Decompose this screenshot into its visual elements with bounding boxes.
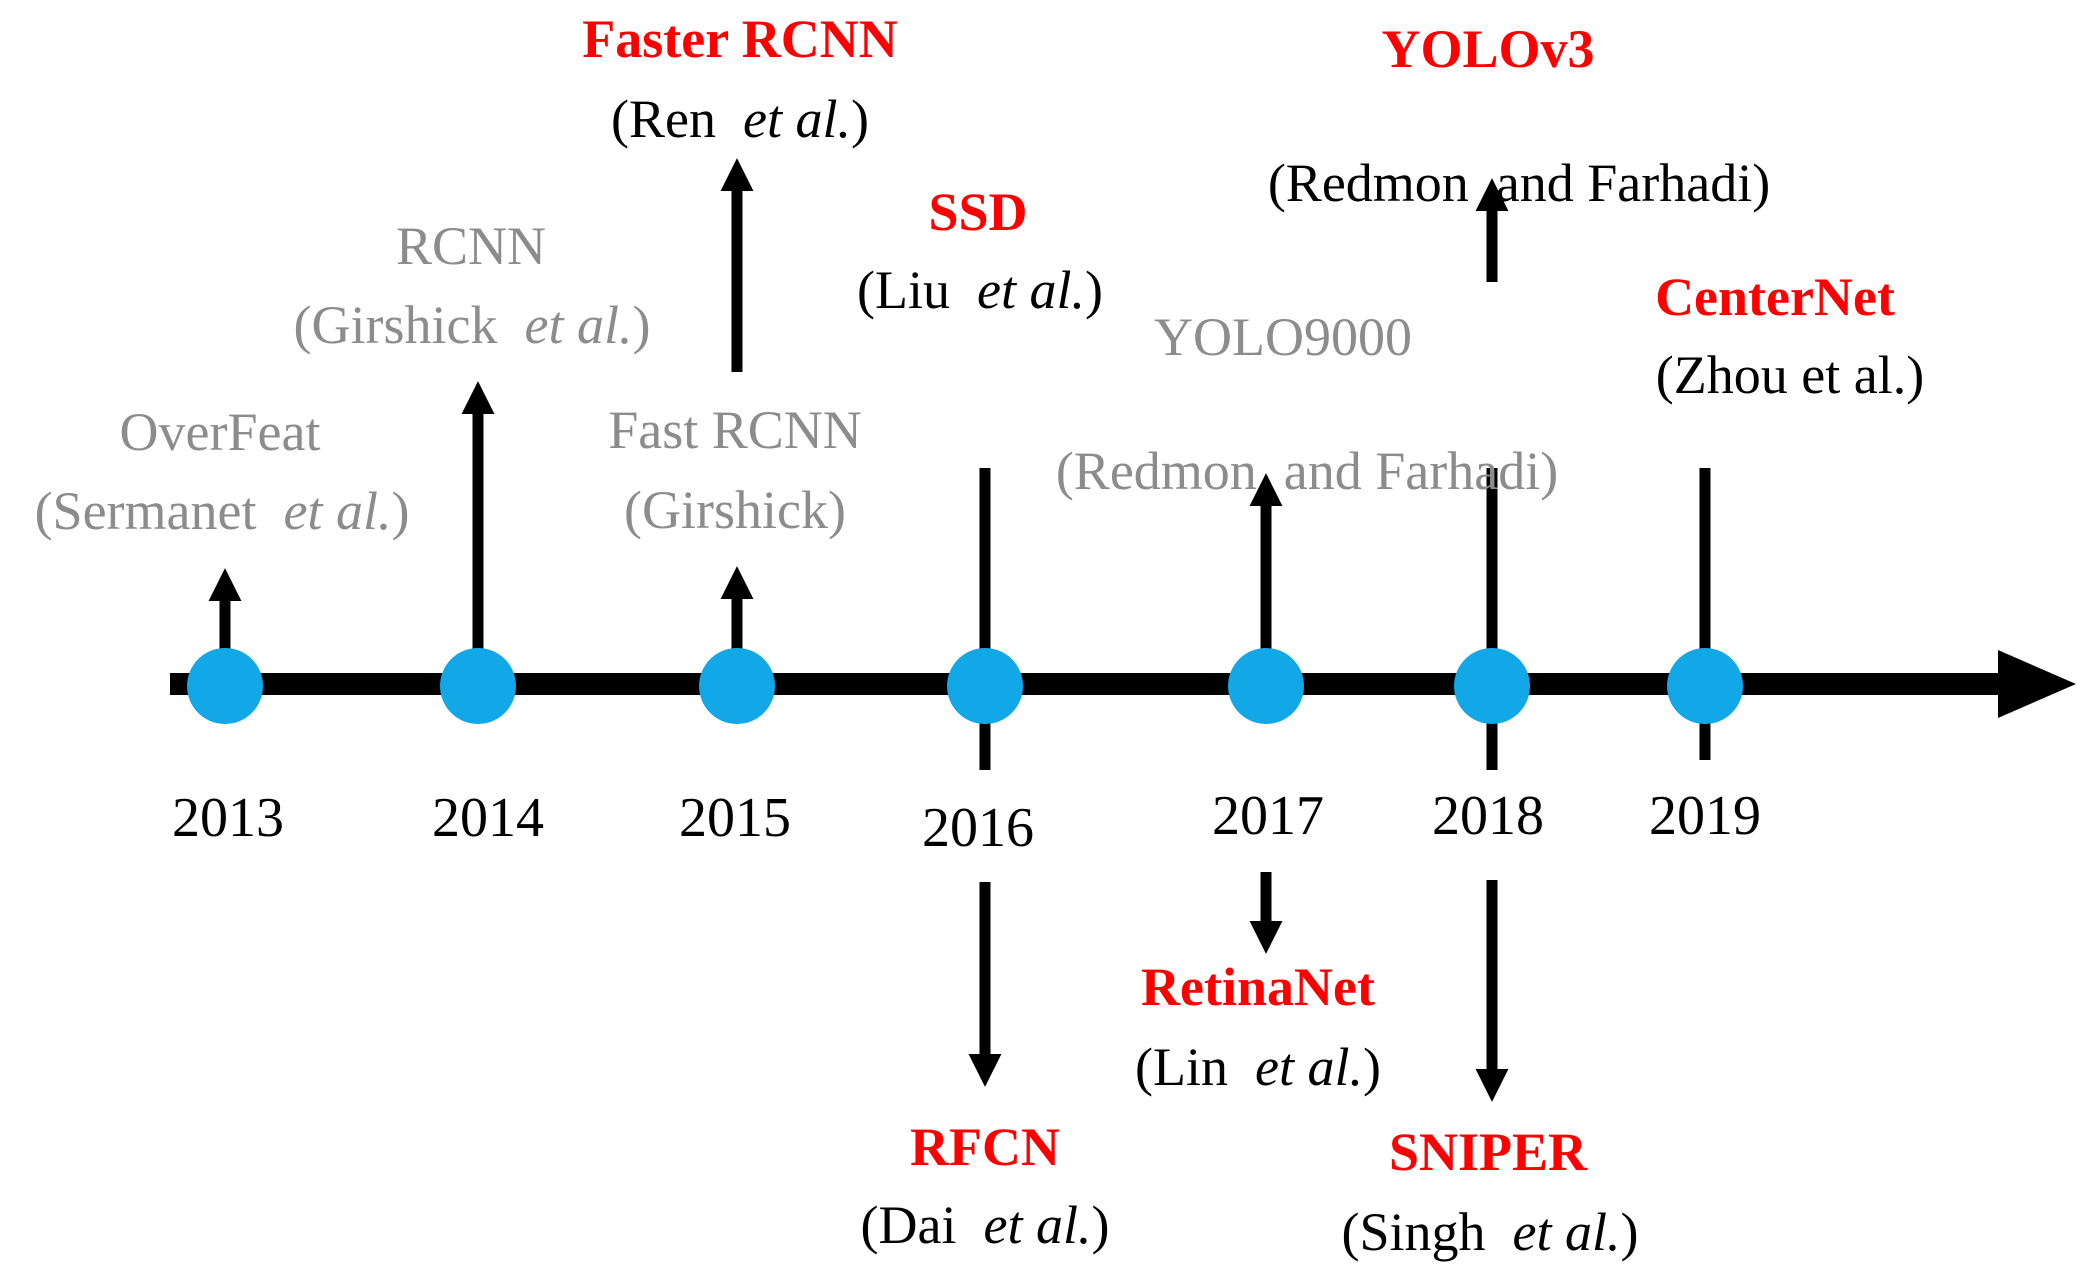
- faster-rcnn-citation-authors: (Ren: [611, 89, 716, 149]
- faster-rcnn-citation-etal: et al.: [743, 89, 851, 149]
- fast-rcnn-name: Fast RCNN: [608, 400, 862, 460]
- rfcn-name: RFCN: [910, 1117, 1060, 1177]
- centernet-citation-authors: (Zhou et al.): [1655, 345, 1925, 405]
- yolov3-citation-authors: (Redmon and Farhadi): [1267, 153, 1771, 213]
- retinanet-name: RetinaNet: [1141, 957, 1375, 1017]
- yolo9000-citation: (Redmon and Farhadi): [1002, 390, 1558, 552]
- sniper-citation-authors: (Singh: [1341, 1202, 1486, 1262]
- rfcn-citation-etal: et al.: [983, 1195, 1092, 1255]
- retinanet-citation: (Lin et al.): [1135, 1040, 1381, 1094]
- faster-rcnn-citation-close: ): [850, 89, 869, 149]
- year-dot-2017: [1228, 648, 1304, 724]
- retinanet-citation-close: ): [1362, 1037, 1381, 1097]
- sniper-citation-etal: et al.: [1512, 1202, 1621, 1262]
- sniper-citation: (Singh et al.): [1342, 1205, 1639, 1259]
- year-dot-2013: [187, 648, 263, 724]
- fast-rcnn-citation: (Girshick): [624, 483, 846, 537]
- rfcn-citation-close: ): [1091, 1195, 1110, 1255]
- year-dot-2018: [1454, 648, 1530, 724]
- yolo9000-name: YOLO9000: [1154, 307, 1412, 367]
- faster-rcnn-name: Faster RCNN: [582, 9, 898, 69]
- timeline-axis-arrowhead: [1998, 650, 2076, 718]
- year-dot-2015: [699, 648, 775, 724]
- faster-rcnn-citation: (Ren et al.): [611, 92, 869, 146]
- fast-rcnn-citation-authors: (Girshick): [624, 480, 846, 540]
- retinanet-citation-authors: (Lin: [1135, 1037, 1229, 1097]
- yolov3-name: YOLOv3: [1381, 19, 1595, 79]
- sniper-name: SNIPER: [1388, 1122, 1588, 1182]
- retinanet-citation-etal: et al.: [1255, 1037, 1363, 1097]
- year-label-2013: 2013: [172, 787, 284, 849]
- year-dot-2014: [440, 648, 516, 724]
- year-label-2014: 2014: [432, 787, 544, 849]
- centernet-name: CenterNet: [1655, 267, 1895, 327]
- overfeat-citation: (Sermanet et al.): [35, 484, 410, 538]
- overfeat-citation-etal: et al.: [283, 481, 392, 541]
- year-label-2018: 2018: [1432, 785, 1544, 847]
- ssd-name: SSD: [928, 182, 1028, 242]
- ssd-citation-authors: (Liu: [857, 260, 951, 320]
- ssd-citation-etal: et al.: [977, 260, 1085, 320]
- year-label-2019: 2019: [1649, 785, 1761, 847]
- rcnn-citation: (Girshick et al.): [294, 298, 651, 352]
- centernet-citation: (Zhou et al.): [1656, 348, 1924, 402]
- ssd-citation-close: ): [1084, 260, 1103, 320]
- year-label-2016: 2016: [922, 797, 1034, 859]
- sniper-citation-close: ): [1620, 1202, 1639, 1262]
- rcnn-citation-close: ): [632, 295, 651, 355]
- year-dot-2016: [947, 648, 1023, 724]
- year-dot-2019: [1667, 648, 1743, 724]
- rfcn-citation: (Dai et al.): [861, 1198, 1110, 1252]
- year-label-2015: 2015: [679, 787, 791, 849]
- rcnn-citation-authors: (Girshick: [293, 295, 498, 355]
- rfcn-citation-authors: (Dai: [860, 1195, 957, 1255]
- rcnn-citation-etal: et al.: [524, 295, 633, 355]
- overfeat-name: OverFeat: [119, 402, 321, 462]
- ssd-citation: (Liu et al.): [857, 263, 1103, 317]
- year-label-2017: 2017: [1212, 785, 1324, 847]
- overfeat-citation-authors: (Sermanet: [34, 481, 257, 541]
- rcnn-name: RCNN: [395, 216, 547, 276]
- yolo9000-citation-authors: (Redmon and Farhadi): [1055, 441, 1559, 501]
- overfeat-citation-close: ): [391, 481, 410, 541]
- yolov3-citation: (Redmon and Farhadi): [1214, 102, 1770, 264]
